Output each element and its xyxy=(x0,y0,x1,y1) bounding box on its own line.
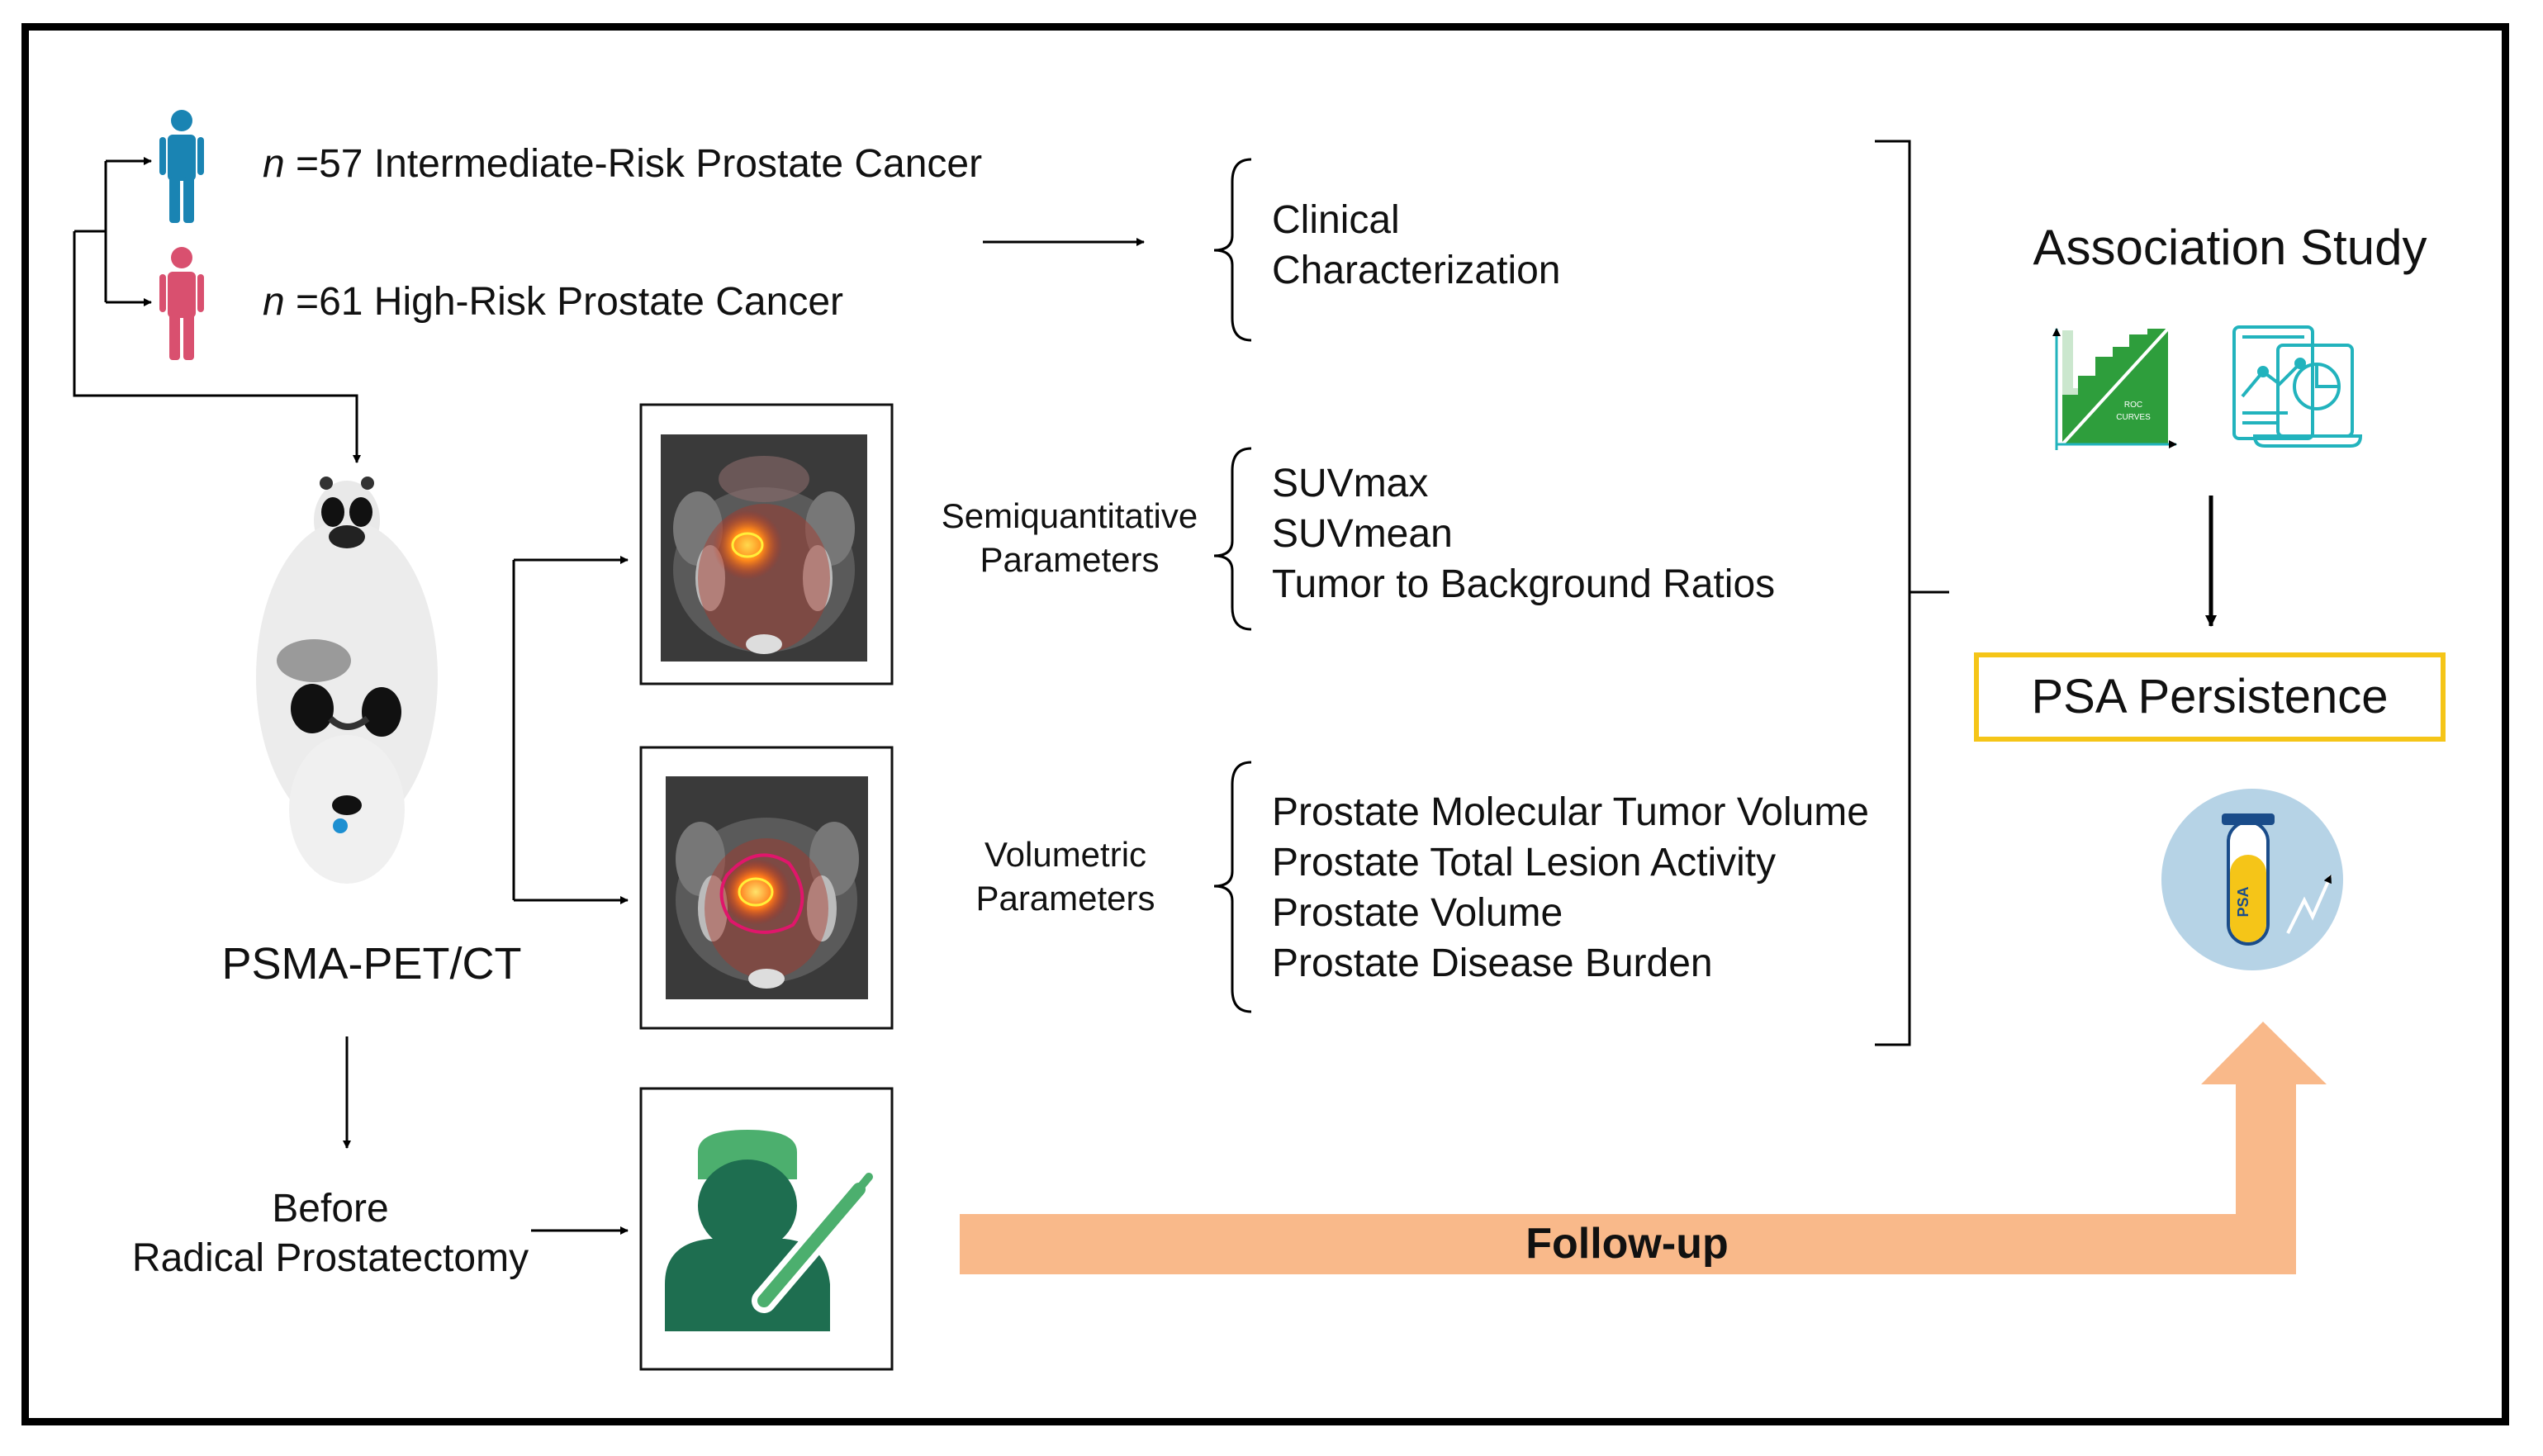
semiquantitative-item-3: Tumor to Background Ratios xyxy=(1272,562,1776,606)
semiquantitative-label-line1: Semiquantitative xyxy=(941,496,1198,535)
pet-ct-image-2 xyxy=(639,746,894,1030)
pet-to-panels-lines xyxy=(512,556,629,904)
roc-text-line2: CURVES xyxy=(2116,413,2151,422)
roc-text-line1: ROC xyxy=(2124,401,2142,410)
surgery-label-line2: Radical Prostatectomy xyxy=(131,1236,529,1280)
bracket-combined xyxy=(1875,140,1949,1046)
brace-semiquantitative xyxy=(1213,447,1252,631)
volumetric-item-4: Prostate Disease Burden xyxy=(1272,941,1713,985)
outcome-box xyxy=(1974,652,2446,742)
volumetric-item-2: Prostate Total Lesion Activity xyxy=(1272,841,1777,885)
dashboard-chart-icon xyxy=(2232,325,2363,448)
volumetric-item-1: Prostate Molecular Tumor Volume xyxy=(1272,790,1869,834)
brace-volumetric xyxy=(1213,761,1252,1013)
surgery-label-line1: Before xyxy=(272,1187,389,1231)
outcome-label: PSA Persistence xyxy=(2031,670,2389,723)
figure-frame xyxy=(21,23,2509,1425)
volumetric-item-3: Prostate Volume xyxy=(1272,891,1563,935)
imaging-label: PSMA-PET/CT xyxy=(221,939,522,989)
semiquantitative-item-2: SUVmean xyxy=(1272,512,1453,556)
psa-tube-icon: PSA xyxy=(2161,789,2343,970)
followup-arrow xyxy=(960,1022,2327,1274)
cohort-intermediate-label: n =57 Intermediate-Risk Prostate Cancer xyxy=(263,142,983,186)
cohort-high-risk-label: n =61 High-Risk Prostate Cancer xyxy=(263,280,843,324)
roc-curve-icon: ROC CURVES xyxy=(2052,327,2177,450)
association-title: Association Study xyxy=(2033,220,2427,275)
pet-ct-image-1 xyxy=(639,403,894,685)
pet-mip-body-image xyxy=(230,477,471,888)
volumetric-label-line1: Volumetric xyxy=(984,835,1147,874)
psa-tube-text: PSA xyxy=(2235,886,2251,917)
surgeon-icon-panel xyxy=(639,1087,894,1371)
volumetric-label-line2: Parameters xyxy=(975,879,1155,918)
person-icon-intermediate xyxy=(159,110,204,223)
followup-label: Follow-up xyxy=(1525,1220,1729,1268)
brace-clinical xyxy=(1213,158,1252,342)
semiquantitative-item-1: SUVmax xyxy=(1272,462,1429,505)
clinical-item-2: Characterization xyxy=(1272,249,1561,292)
semiquantitative-label-line2: Parameters xyxy=(980,540,1160,579)
clinical-item-1: Clinical xyxy=(1272,198,1400,242)
person-icon-high-risk xyxy=(159,247,204,360)
cohort-tree-lines xyxy=(73,157,361,463)
